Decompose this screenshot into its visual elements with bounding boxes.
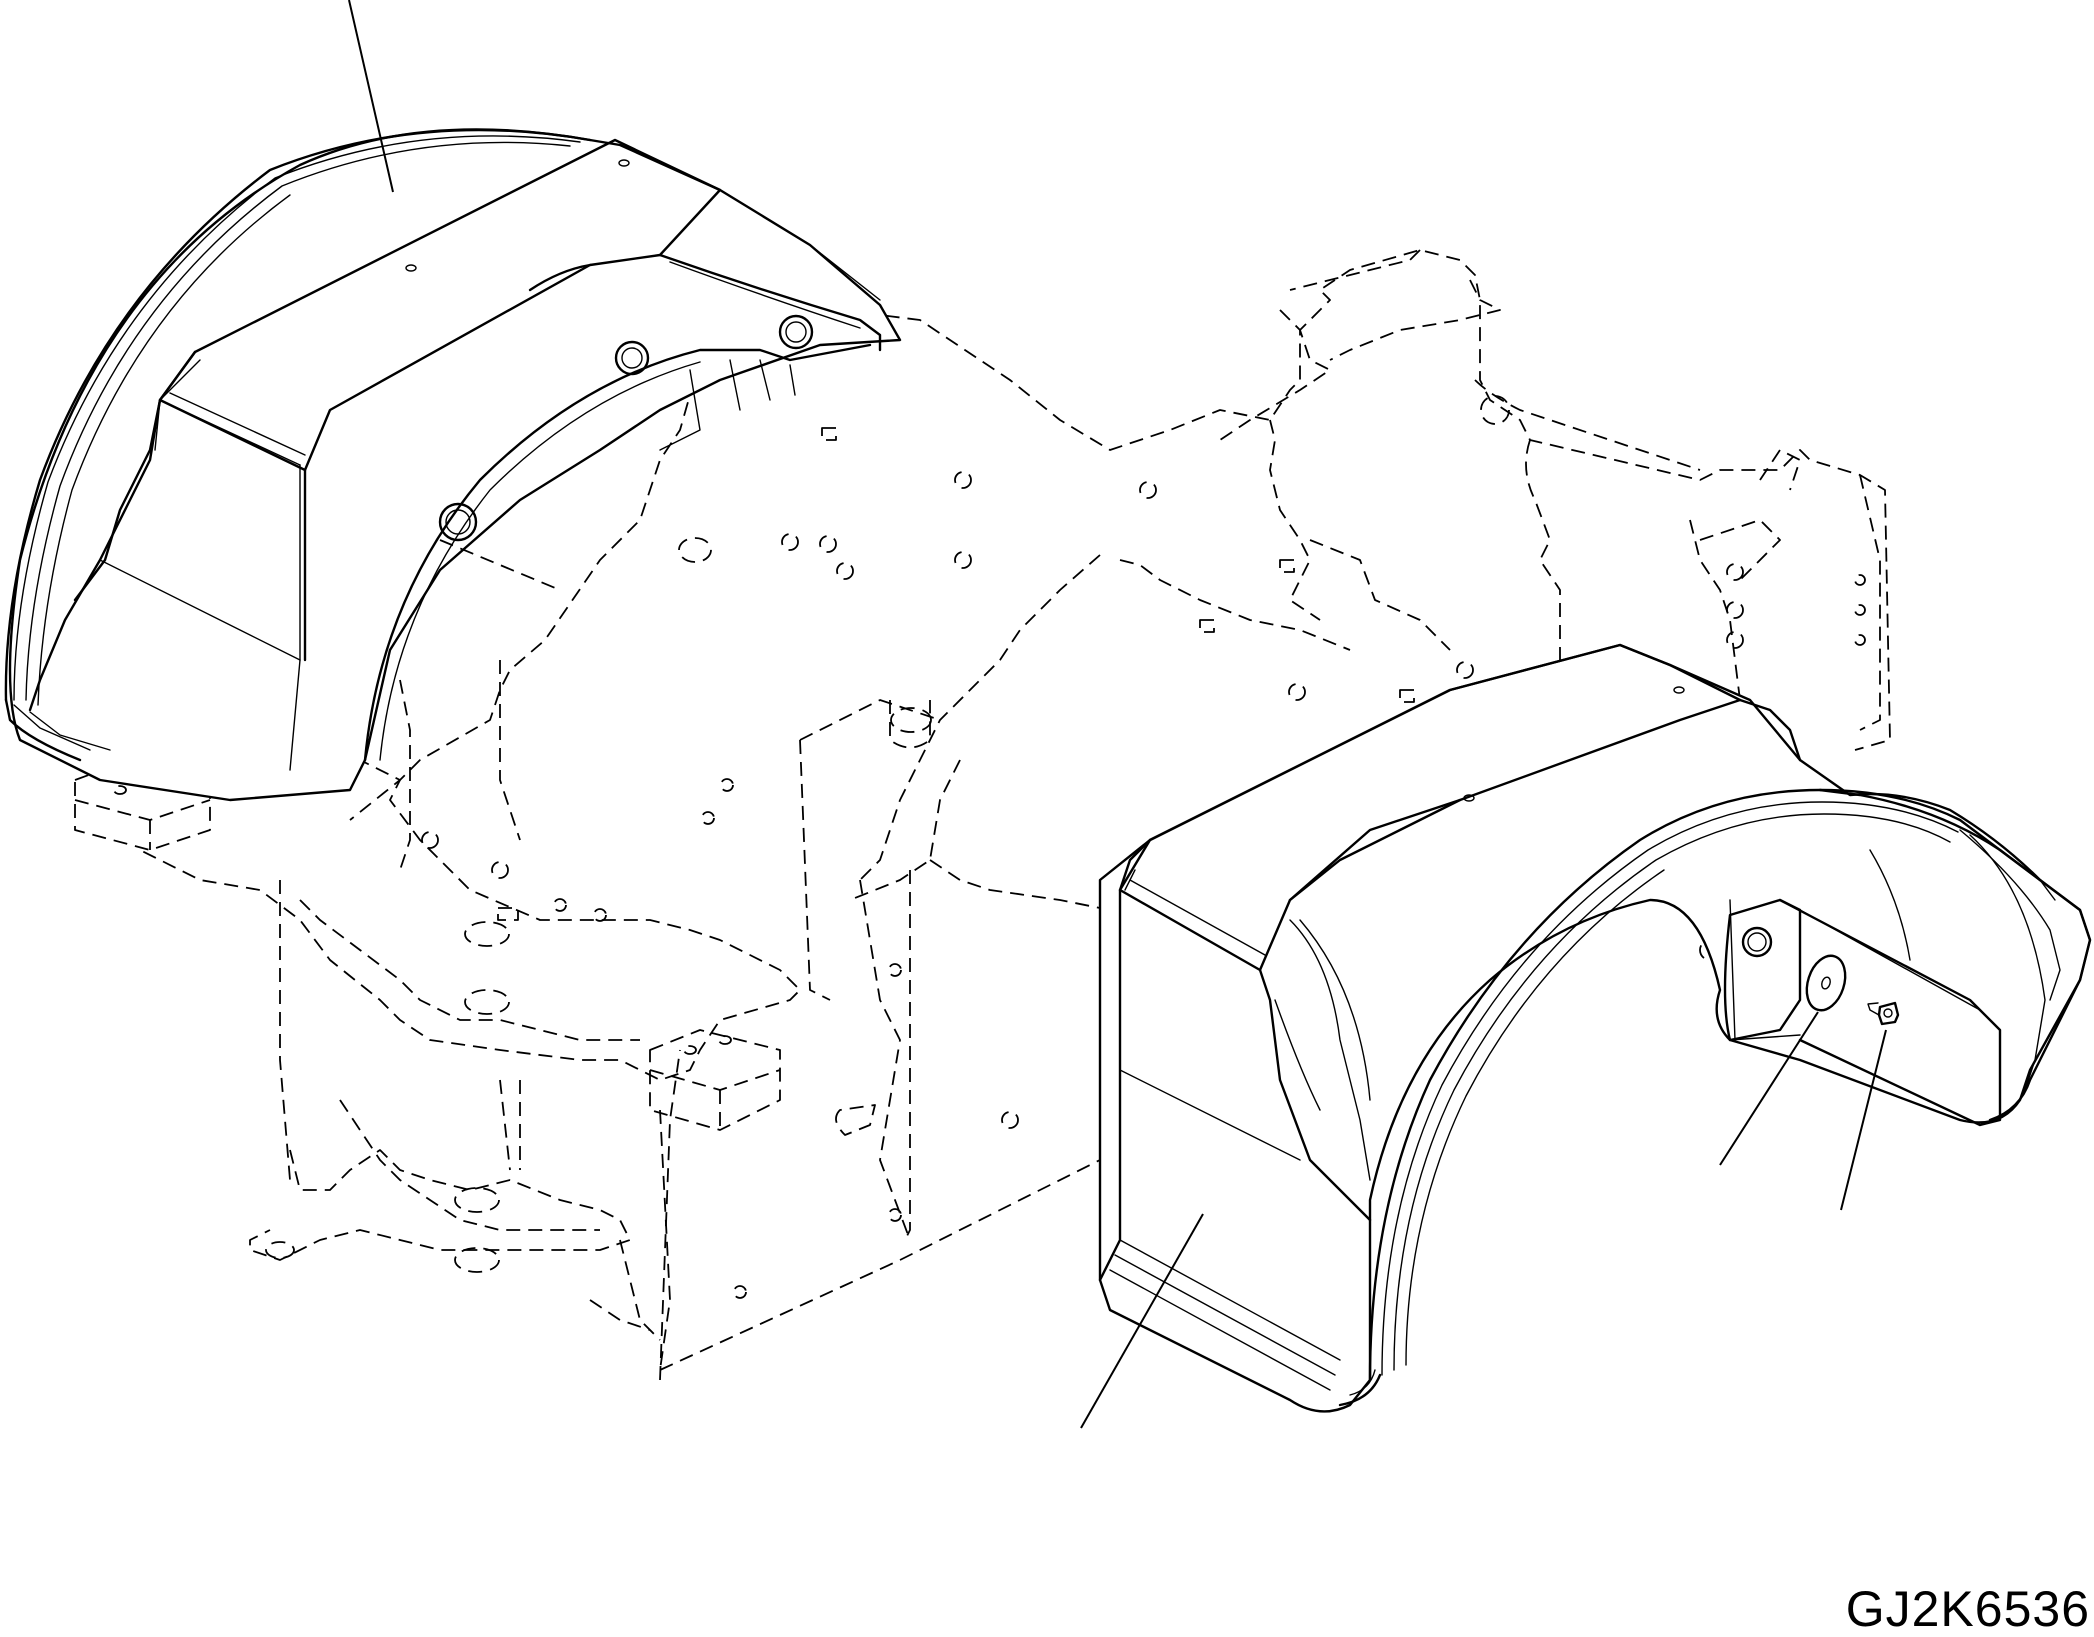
leader-washer [1719,1011,1819,1166]
leader-lines [348,0,1887,1429]
bolt [1867,1001,1900,1026]
leader-right-fender [1080,1213,1204,1429]
figure-id-label: GJ2K6536 [1845,1581,2090,1637]
leader-bolt [1840,1029,1887,1211]
leader-left-fender [348,0,394,193]
chassis-frame [74,249,1891,1381]
right-fender [1098,643,2092,1413]
left-fender [4,128,902,802]
washer [1805,954,1847,1012]
